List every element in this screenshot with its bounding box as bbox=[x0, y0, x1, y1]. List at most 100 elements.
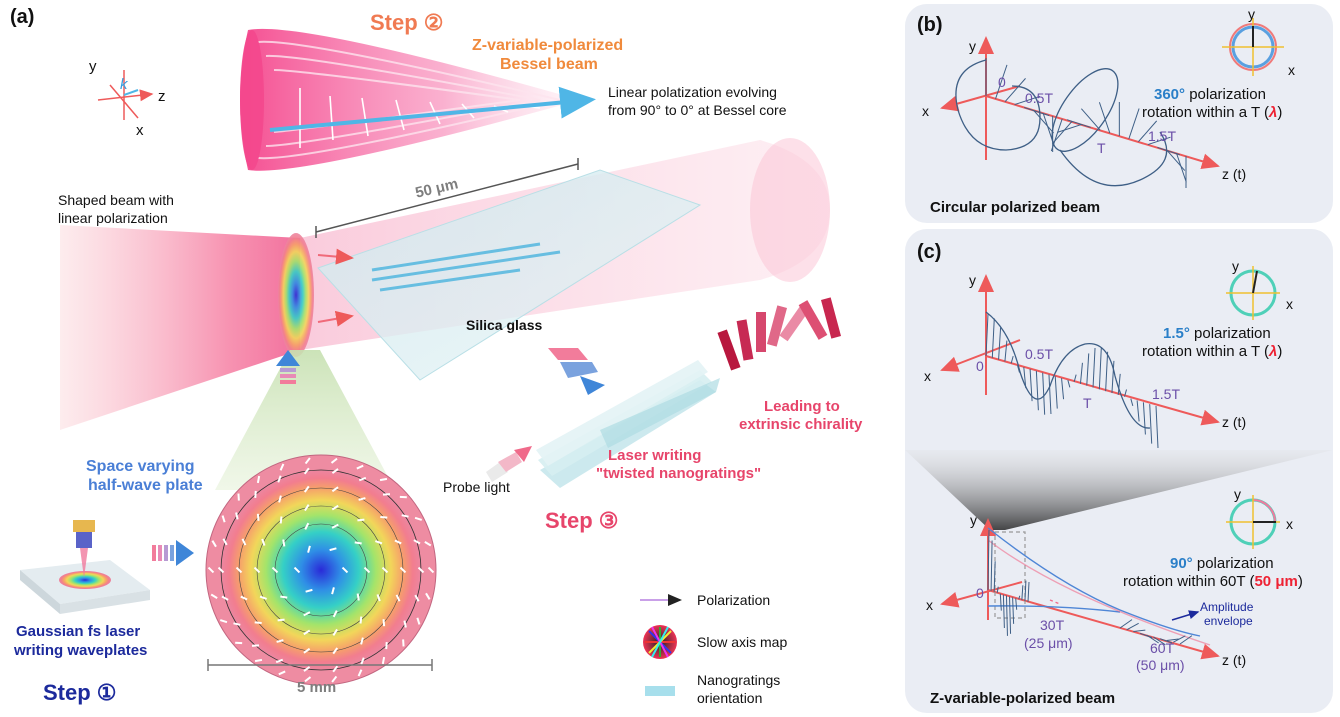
panel-c-axis-y: y bbox=[969, 272, 976, 288]
waveplate-dash bbox=[304, 522, 310, 530]
chirality-blocks bbox=[717, 297, 842, 371]
panel-b-t05: 0.5T bbox=[1025, 90, 1054, 106]
polarization-vector bbox=[1029, 368, 1033, 402]
waveplate-dash bbox=[305, 588, 313, 593]
waveplate-dash bbox=[427, 566, 435, 574]
waveplate-dash bbox=[277, 618, 285, 622]
polarization-vector bbox=[1051, 121, 1073, 145]
waveplate-dash bbox=[331, 468, 339, 474]
polarization-vector bbox=[1147, 136, 1171, 146]
panel-b-axis-z: z (t) bbox=[1222, 166, 1247, 182]
waveplate-dash bbox=[357, 518, 365, 522]
axis-a-z: z bbox=[158, 88, 166, 105]
polarization-vector bbox=[996, 586, 999, 593]
down-arrow-step3 bbox=[548, 348, 605, 395]
panel-c-rotation2-text1: polarization bbox=[1192, 555, 1274, 572]
panel-c-lower-inset-x: x bbox=[1286, 516, 1293, 532]
polarization-vector bbox=[995, 64, 1008, 100]
waveplate-dash bbox=[331, 523, 339, 529]
waveplate-dash bbox=[253, 566, 261, 574]
polarization-vector bbox=[1014, 95, 1041, 106]
step2-title: Step ② bbox=[370, 10, 444, 35]
polarization-vector bbox=[1021, 585, 1024, 601]
polarization-vector bbox=[1149, 404, 1153, 444]
scale-bar-50um bbox=[315, 163, 579, 233]
waveplate-dash bbox=[261, 538, 266, 546]
panel-b-t1: T bbox=[1097, 140, 1106, 156]
waveplate-dash bbox=[304, 676, 312, 683]
waveplate-dash bbox=[403, 620, 407, 628]
axis-a-k: k bbox=[120, 76, 128, 93]
waveplate-dash bbox=[360, 637, 364, 645]
waveplate-dash bbox=[219, 619, 228, 624]
panel-b-inset-x: x bbox=[1288, 62, 1295, 78]
panel-c-lower-vectors bbox=[987, 529, 1193, 646]
polarization-vector bbox=[1166, 149, 1186, 171]
polarization-vector bbox=[985, 313, 989, 357]
polarization-vector bbox=[1012, 597, 1015, 624]
waveplate-dash bbox=[279, 463, 285, 471]
panel-b-t15: 1.5T bbox=[1148, 128, 1177, 144]
panel-b-vectors bbox=[985, 58, 1187, 188]
polarization-vector bbox=[1057, 124, 1082, 133]
waveplate-dash bbox=[330, 457, 338, 464]
waveplate-dash bbox=[241, 538, 247, 546]
panel-c-60t-um: (50 μm) bbox=[1136, 657, 1185, 673]
waveplate-dash bbox=[329, 547, 337, 552]
laser-writing-line2: "twisted nanogratings" bbox=[596, 465, 762, 482]
panel-c-lower-axis-z: z (t) bbox=[1222, 652, 1247, 668]
panel-c-inset-upper bbox=[1226, 266, 1280, 320]
polarization-vector bbox=[1098, 102, 1111, 134]
panel-c-rotation2-text2: rotation within 60T ( bbox=[1123, 573, 1255, 590]
waveplate-dash bbox=[379, 477, 388, 482]
waveplate-dash bbox=[332, 610, 338, 618]
waveplate-dash bbox=[271, 566, 279, 574]
polarization-vector bbox=[1018, 595, 1021, 600]
leading-line2: extrinsic chirality bbox=[739, 416, 863, 433]
waveplate-dash bbox=[380, 515, 388, 519]
polarization-vector bbox=[1015, 598, 1018, 610]
polarization-vector bbox=[1061, 378, 1065, 400]
polarization-vector bbox=[1176, 152, 1187, 183]
panel-c-rotation2-um: 50 μm bbox=[1254, 573, 1298, 590]
waveplate-dash bbox=[416, 617, 421, 625]
panel-c-vectors bbox=[985, 313, 1159, 449]
polarization-vector bbox=[1117, 373, 1121, 395]
polarization-vector bbox=[1048, 374, 1052, 415]
amplitude-line1: Amplitude bbox=[1200, 600, 1254, 614]
magnify-cone bbox=[215, 350, 395, 490]
panel-c-wave bbox=[985, 311, 1151, 429]
polarization-vector bbox=[1023, 367, 1027, 389]
waveplate-dash bbox=[332, 628, 338, 636]
panel-b-inset bbox=[1222, 18, 1284, 76]
polarization-vector bbox=[1124, 389, 1128, 397]
polarization-vector bbox=[993, 561, 996, 592]
waveplate-dash bbox=[278, 495, 282, 503]
coordinate-axes-a bbox=[97, 70, 154, 120]
panel-c-lower-axis-x: x bbox=[926, 597, 933, 613]
gaussian-line2: writing waveplates bbox=[14, 642, 148, 659]
waveplate-dash bbox=[256, 475, 261, 484]
waveplate-dash bbox=[356, 593, 360, 601]
polarization-vector bbox=[1130, 398, 1134, 407]
waveplate-dash bbox=[399, 566, 407, 574]
panel-c-lower-axis-y: y bbox=[970, 512, 977, 528]
polarization-vector bbox=[991, 318, 995, 358]
silica-glass-block bbox=[317, 169, 702, 381]
panel-c-rotation2-line2: rotation within 60T (50 μm) bbox=[1123, 573, 1303, 591]
panel-c-lower-origin: 0 bbox=[976, 585, 984, 601]
polarization-vector bbox=[998, 327, 1002, 360]
beam-arrows bbox=[317, 248, 354, 327]
polarization-vector bbox=[1128, 108, 1140, 140]
panel-a-label: (a) bbox=[10, 6, 35, 28]
polarization-vector bbox=[1173, 635, 1186, 643]
waveplate-dash bbox=[331, 587, 335, 595]
zoom-shadow bbox=[905, 450, 1333, 530]
polarization-vector bbox=[1023, 106, 1050, 117]
panel-b-inset-y: y bbox=[1248, 6, 1255, 22]
panel-c-label: (c) bbox=[917, 241, 942, 263]
polarization-vector bbox=[1009, 596, 1012, 634]
polarization-vector bbox=[1005, 595, 1008, 636]
panel-b-lambda: λ bbox=[1269, 104, 1278, 121]
